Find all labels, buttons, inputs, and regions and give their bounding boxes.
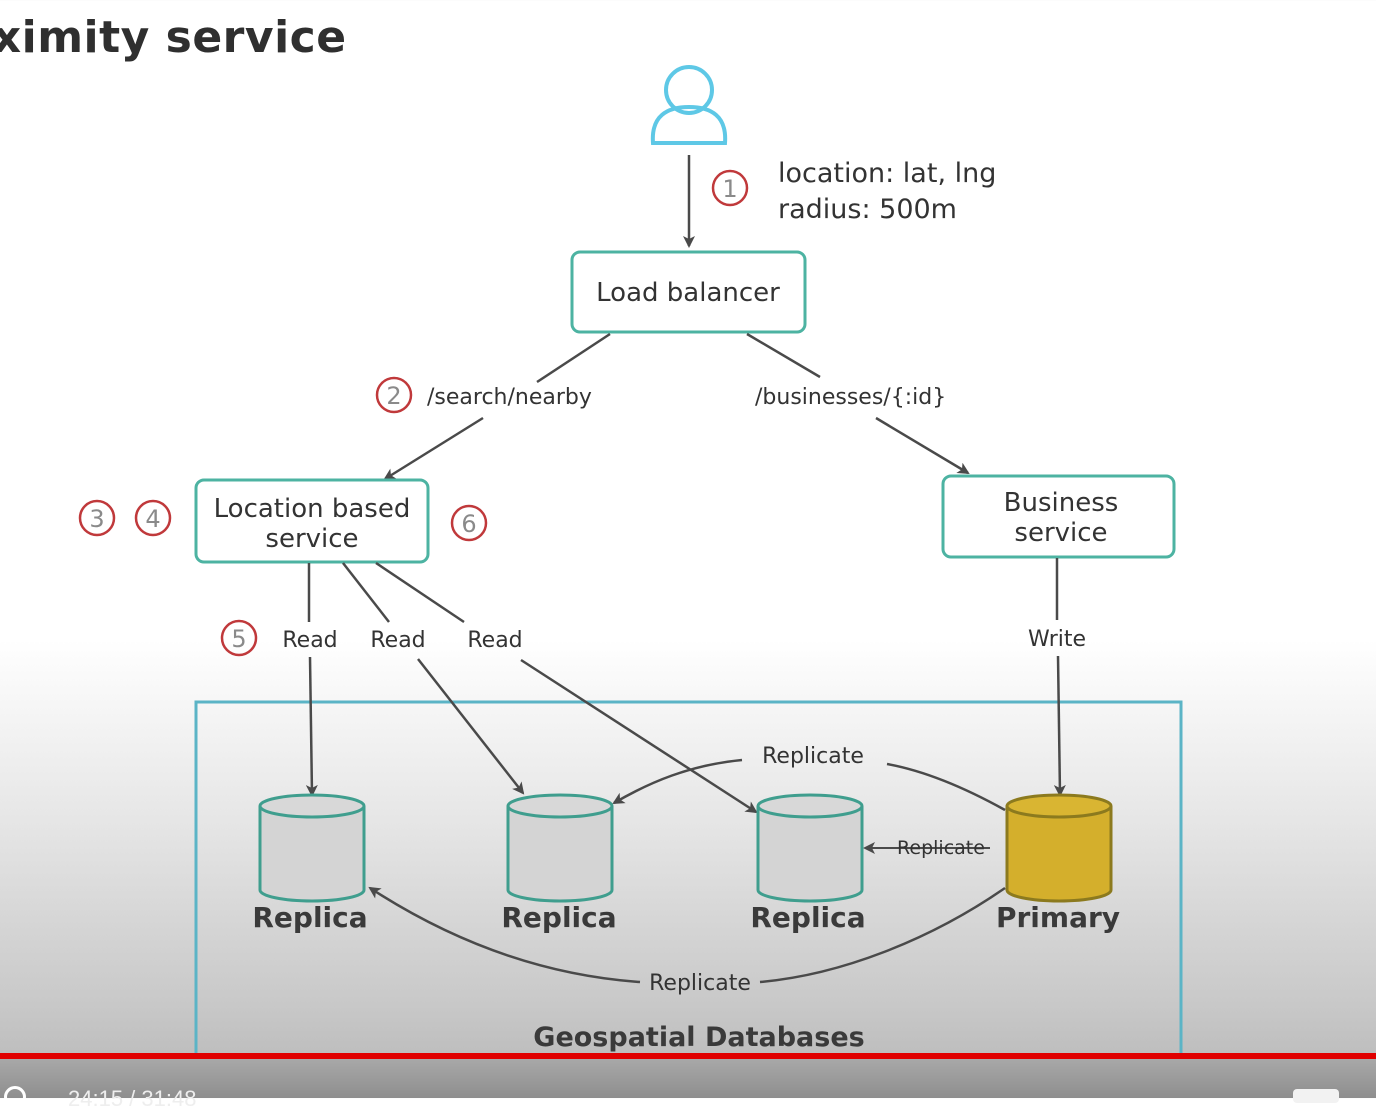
search-route-edge bbox=[536, 332, 611, 384]
step-marker-1: 1 bbox=[711, 169, 749, 207]
replica-db-3: Replica bbox=[750, 793, 866, 934]
user-icon bbox=[650, 65, 728, 145]
step-marker-3: 3 bbox=[78, 499, 116, 537]
svg-text:5: 5 bbox=[231, 625, 246, 653]
read-label-3: Read bbox=[467, 628, 522, 653]
svg-text:Business: Business bbox=[1004, 488, 1119, 518]
read-label-2: Read bbox=[370, 628, 425, 653]
write-label: Write bbox=[1028, 627, 1086, 652]
replicate-arrow-bottom-head bbox=[368, 886, 641, 984]
location-service-box: Location based service bbox=[194, 478, 430, 564]
svg-text:service: service bbox=[1014, 518, 1107, 548]
svg-text:service: service bbox=[265, 524, 358, 554]
read-arrow-2 bbox=[417, 658, 525, 795]
svg-text:6: 6 bbox=[461, 510, 476, 538]
read-label-1: Read bbox=[282, 628, 337, 653]
replicate-label-mid: Replicate bbox=[897, 837, 985, 859]
svg-text:Primary: Primary bbox=[996, 901, 1120, 934]
business-service-box: Business service bbox=[941, 474, 1176, 559]
read-edge-2-top bbox=[342, 562, 390, 623]
load-balancer-box: Load balancer bbox=[570, 250, 807, 334]
step-marker-5: 5 bbox=[220, 619, 258, 657]
radius-info: radius: 500m bbox=[778, 194, 957, 225]
read-arrow-3 bbox=[520, 658, 758, 814]
replicate-arrow-top-head bbox=[612, 758, 743, 805]
svg-text:3: 3 bbox=[89, 505, 104, 533]
read-arrow-1 bbox=[305, 656, 318, 797]
svg-text:Location based: Location based bbox=[214, 494, 411, 524]
video-progress-bar[interactable] bbox=[0, 1053, 1376, 1059]
location-info: location: lat, lng bbox=[778, 158, 996, 189]
replicate-arrow-bottom bbox=[759, 886, 1006, 984]
business-route-label: /businesses/{:id} bbox=[755, 385, 946, 410]
replica-db-1: Replica bbox=[252, 793, 368, 934]
step-marker-2: 2 bbox=[375, 376, 413, 414]
search-route-arrow bbox=[383, 416, 484, 481]
svg-text:Replica: Replica bbox=[750, 901, 865, 934]
primary-db: Primary bbox=[996, 793, 1120, 934]
settings-icon[interactable] bbox=[1293, 1089, 1339, 1103]
svg-text:2: 2 bbox=[386, 382, 401, 410]
step-marker-6: 6 bbox=[450, 504, 488, 542]
read-edge-3-top bbox=[375, 561, 465, 624]
replicate-arrow-top bbox=[886, 762, 1006, 812]
svg-text:1: 1 bbox=[722, 175, 737, 203]
replicate-label-bottom: Replicate bbox=[649, 971, 751, 996]
business-route-arrow bbox=[875, 416, 970, 475]
player-controls bbox=[0, 1059, 1376, 1098]
page-title: oximity service bbox=[0, 12, 347, 63]
svg-text:Replica: Replica bbox=[252, 901, 367, 934]
search-route-label: /search/nearby bbox=[427, 385, 592, 410]
svg-text:4: 4 bbox=[145, 505, 160, 533]
geospatial-db-label: Geospatial Databases bbox=[533, 1022, 864, 1053]
svg-text:Load balancer: Load balancer bbox=[596, 278, 780, 308]
write-arrow bbox=[1053, 655, 1066, 797]
time-display: 24:15 / 31:48 bbox=[68, 1086, 197, 1111]
replicate-label-top: Replicate bbox=[762, 744, 864, 769]
business-route-edge bbox=[746, 332, 821, 379]
step-marker-4: 4 bbox=[134, 499, 172, 537]
replica-db-2: Replica bbox=[501, 793, 617, 934]
play-icon[interactable] bbox=[4, 1086, 26, 1108]
svg-text:Replica: Replica bbox=[501, 901, 616, 934]
